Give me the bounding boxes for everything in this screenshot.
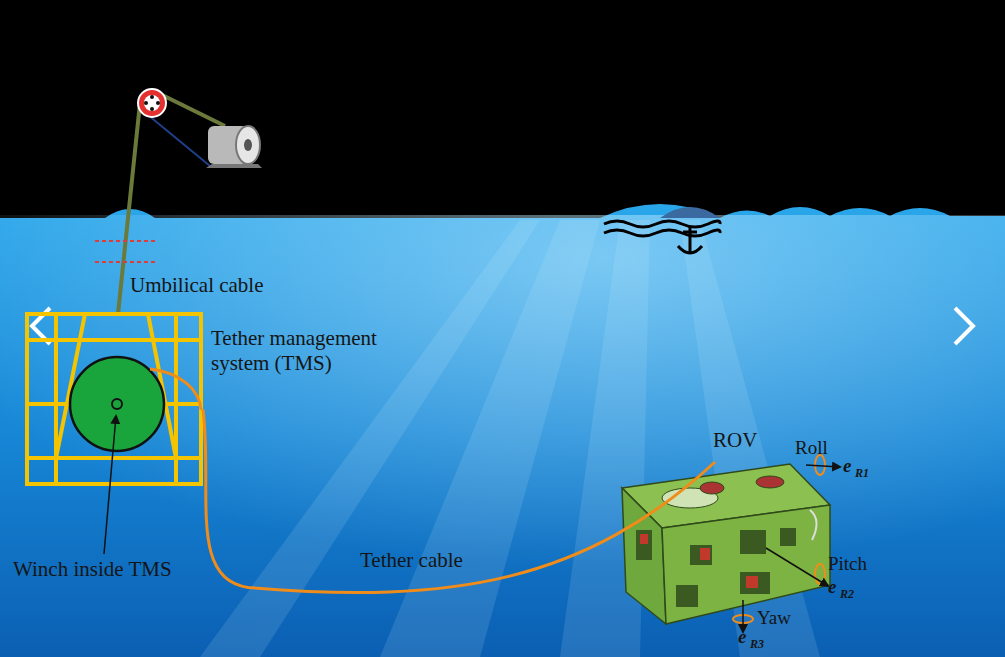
rov-body: ROV xyxy=(620,462,832,624)
tms-frame: Tether management system (TMS) xyxy=(25,312,203,486)
node-label: Tether management system (TMS) xyxy=(211,326,426,376)
node-label: ROV xyxy=(713,428,757,453)
axis-symbol: e xyxy=(828,576,836,599)
axis-label: Pitch xyxy=(828,553,867,576)
axis-label: Roll xyxy=(795,437,828,460)
axis-subscript: R2 xyxy=(840,587,854,601)
winch-label: Winch inside TMS xyxy=(13,557,172,582)
axis-symbol: e xyxy=(738,626,746,649)
tether-cable xyxy=(203,409,715,592)
axis-subscript: R1 xyxy=(855,466,869,480)
edge-label: Tether cable xyxy=(360,548,463,573)
axis-subscript: R3 xyxy=(750,637,764,651)
axis-label: Yaw xyxy=(757,607,791,630)
axis-symbol: e xyxy=(843,455,851,478)
cable-label: Umbilical cable xyxy=(130,273,264,298)
